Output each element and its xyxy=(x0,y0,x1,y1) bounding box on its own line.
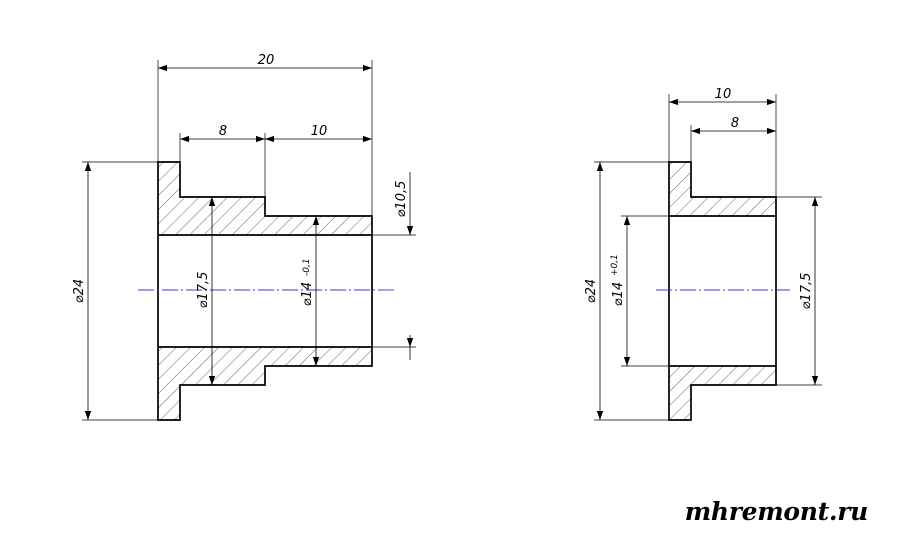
left-dim-mid-dia: ⌀17,5 xyxy=(196,272,211,309)
right-dim-bore-dia: ⌀14 xyxy=(611,282,626,306)
right-dim-outer-dia: ⌀17,5 xyxy=(799,273,814,310)
right-dim-bore-tol: +0,1 xyxy=(610,254,620,276)
right-dim-flange-step: 8 xyxy=(731,116,739,131)
site-watermark: mhremont.ru xyxy=(685,497,868,526)
left-dim-bore-dia: ⌀14 xyxy=(300,282,315,306)
left-dim-total-length: 20 xyxy=(258,53,275,68)
right-part-section: 10 8 ⌀24 ⌀14 +0,1 ⌀17,5 xyxy=(584,87,822,421)
left-dimension-lines xyxy=(82,60,416,421)
left-dim-outer-small-dia: ⌀10,5 xyxy=(394,181,409,218)
left-dim-flange-dia: ⌀24 xyxy=(72,279,87,303)
right-dim-bore: ⌀14 +0,1 xyxy=(610,254,626,306)
left-dim-small-step: 10 xyxy=(311,124,328,139)
left-part-outline xyxy=(157,161,373,421)
left-part-section: 20 8 10 ⌀24 ⌀17,5 ⌀14 -0,1 ⌀10,5 xyxy=(72,53,416,421)
right-dim-total-length: 10 xyxy=(715,87,732,102)
left-dim-flange-step: 8 xyxy=(219,124,227,139)
right-part-hatching xyxy=(669,162,776,420)
right-dim-flange-dia: ⌀24 xyxy=(584,279,599,303)
right-dimension-lines xyxy=(594,94,822,421)
left-dim-bore: ⌀14 -0,1 xyxy=(300,258,315,306)
left-dim-bore-tol: -0,1 xyxy=(302,258,312,276)
